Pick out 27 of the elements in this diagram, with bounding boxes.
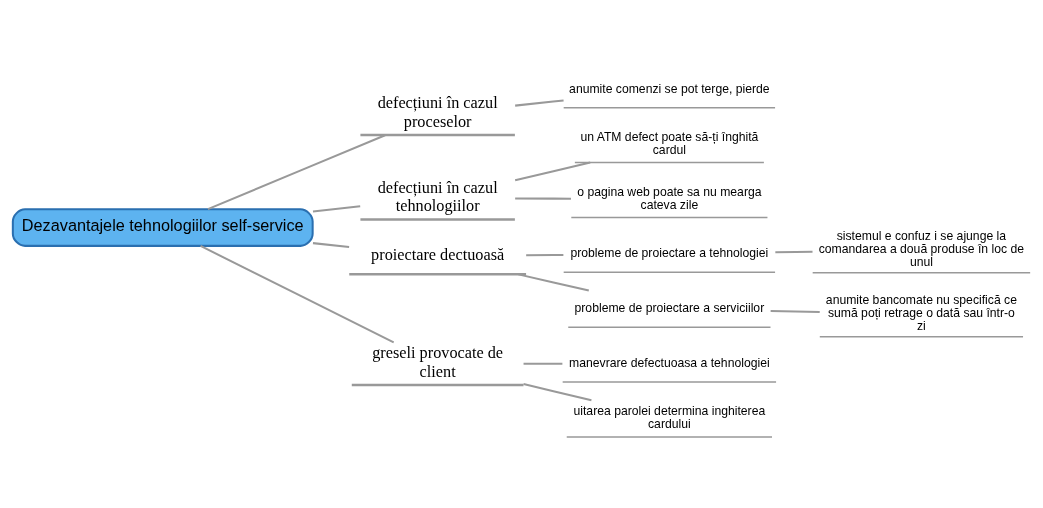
- connector: [515, 99, 564, 107]
- connector: [775, 250, 813, 254]
- connector: [515, 197, 571, 200]
- node-text: proiectare dectuoasă: [371, 245, 505, 264]
- node-text: uitarea parolei determina inghiterea cardului: [573, 404, 766, 432]
- connector: [526, 253, 564, 257]
- connector: [207, 134, 386, 211]
- node-box: Dezavantajele tehnologiilor self-service: [11, 208, 314, 247]
- node-text: probleme de proiectare a tehnologiei: [570, 246, 769, 261]
- node-text: un ATM defect poate să-ți înghită cardul: [580, 129, 759, 157]
- connector: [523, 362, 563, 365]
- connector: [523, 383, 592, 402]
- node-text: o pagina web poate sa nu mearga cateva zile: [577, 184, 762, 212]
- node-text: manevrare defectuoasa a tehnologiei: [569, 355, 770, 370]
- node-text: defecțiuni în cazul tehnologiilor: [377, 178, 498, 216]
- node-text: anumite comenzi se pot terge, pierde: [569, 81, 770, 96]
- node-text: probleme de proiectare a serviciilor: [574, 301, 765, 316]
- node-text: defecțiuni în cazul proceselor: [377, 94, 498, 131]
- connector: [200, 245, 395, 344]
- node-text: anumite bancomate nu specifică ce sumă poți retrage o dată sau într-o zi: [825, 292, 1017, 334]
- connector: [518, 273, 590, 292]
- connector: [514, 161, 591, 182]
- node-text: greseli provocate de client: [372, 344, 504, 381]
- connector: [770, 309, 820, 313]
- connector: [312, 205, 361, 213]
- node-text: sistemul e confuz i se ajunge la comandarea a două produse în loc de unul: [818, 228, 1025, 270]
- connector: [312, 242, 350, 248]
